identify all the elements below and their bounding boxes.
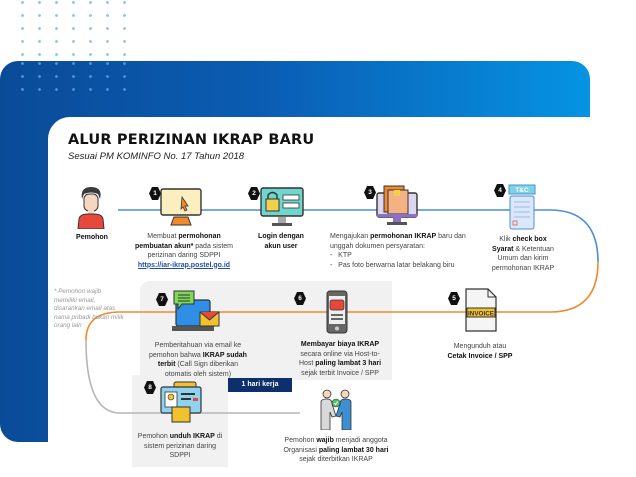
step-6-number: 6 [294, 292, 306, 305]
svg-text:INVOICE: INVOICE [468, 310, 494, 317]
step-5-number: 5 [448, 292, 460, 305]
step-8-number: 8 [144, 381, 156, 394]
step-1-text: Membuat permohonan pembuatan akun* pada … [134, 233, 234, 269]
person-icon [77, 187, 105, 229]
flow-line-gray [85, 339, 300, 414]
step-3-number: 3 [364, 186, 376, 199]
step-2-text: Login dengan akun user [258, 233, 304, 250]
step-6-text: Membayar biaya IKRAP secara online via H… [298, 341, 382, 377]
step-2-number: 2 [248, 187, 260, 200]
id-card-icon [160, 381, 202, 423]
svg-text:T&C: T&C [515, 187, 529, 194]
final-text: Pemohon wajib menjadi anggota Organisasi… [283, 437, 389, 463]
step-7-number: 7 [156, 293, 168, 306]
step-4-text: Klik check box Syarat & Ketentuan Umum d… [491, 236, 555, 272]
page-subtitle: Sesuai PM KOMINFO No. 17 Tahun 2018 [68, 151, 245, 162]
duration-badge: 1 hari kerja [228, 378, 292, 392]
invoice-document-icon: INVOICE [465, 288, 497, 332]
computer-cursor-icon [160, 188, 202, 226]
handshake-icon [320, 389, 352, 430]
step-8-text: Pemohon unduh IKRAP di sistem perizinan … [137, 433, 223, 459]
sdppi-link[interactable]: https://iar-ikrap.postel.go.id [137, 261, 231, 269]
step-1-number: 1 [149, 187, 161, 200]
step-5-text: Mengunduh atau Cetak Invoice / SPP [447, 343, 513, 360]
laptop-email-icon [172, 290, 220, 331]
page-title: ALUR PERIZINAN IKRAP BARU [68, 132, 315, 148]
terms-document-icon: T&C [508, 184, 536, 230]
computer-package-icon [376, 185, 418, 225]
mobile-wallet-icon [326, 290, 348, 334]
step-4-number: 4 [494, 184, 506, 197]
applicant-label: Pemohon [76, 234, 108, 241]
email-note: * Pemohon wajib memiliki email, disarank… [54, 288, 124, 329]
flow-line-orange [85, 261, 599, 341]
step-3-text: Mengajukan permohonan IKRAP baru dan ung… [330, 233, 466, 269]
computer-lock-icon [260, 187, 304, 226]
flow-line-blue [118, 209, 599, 263]
step-7-text: Pemberitahuan via email ke pemohon bahwa… [149, 342, 247, 378]
